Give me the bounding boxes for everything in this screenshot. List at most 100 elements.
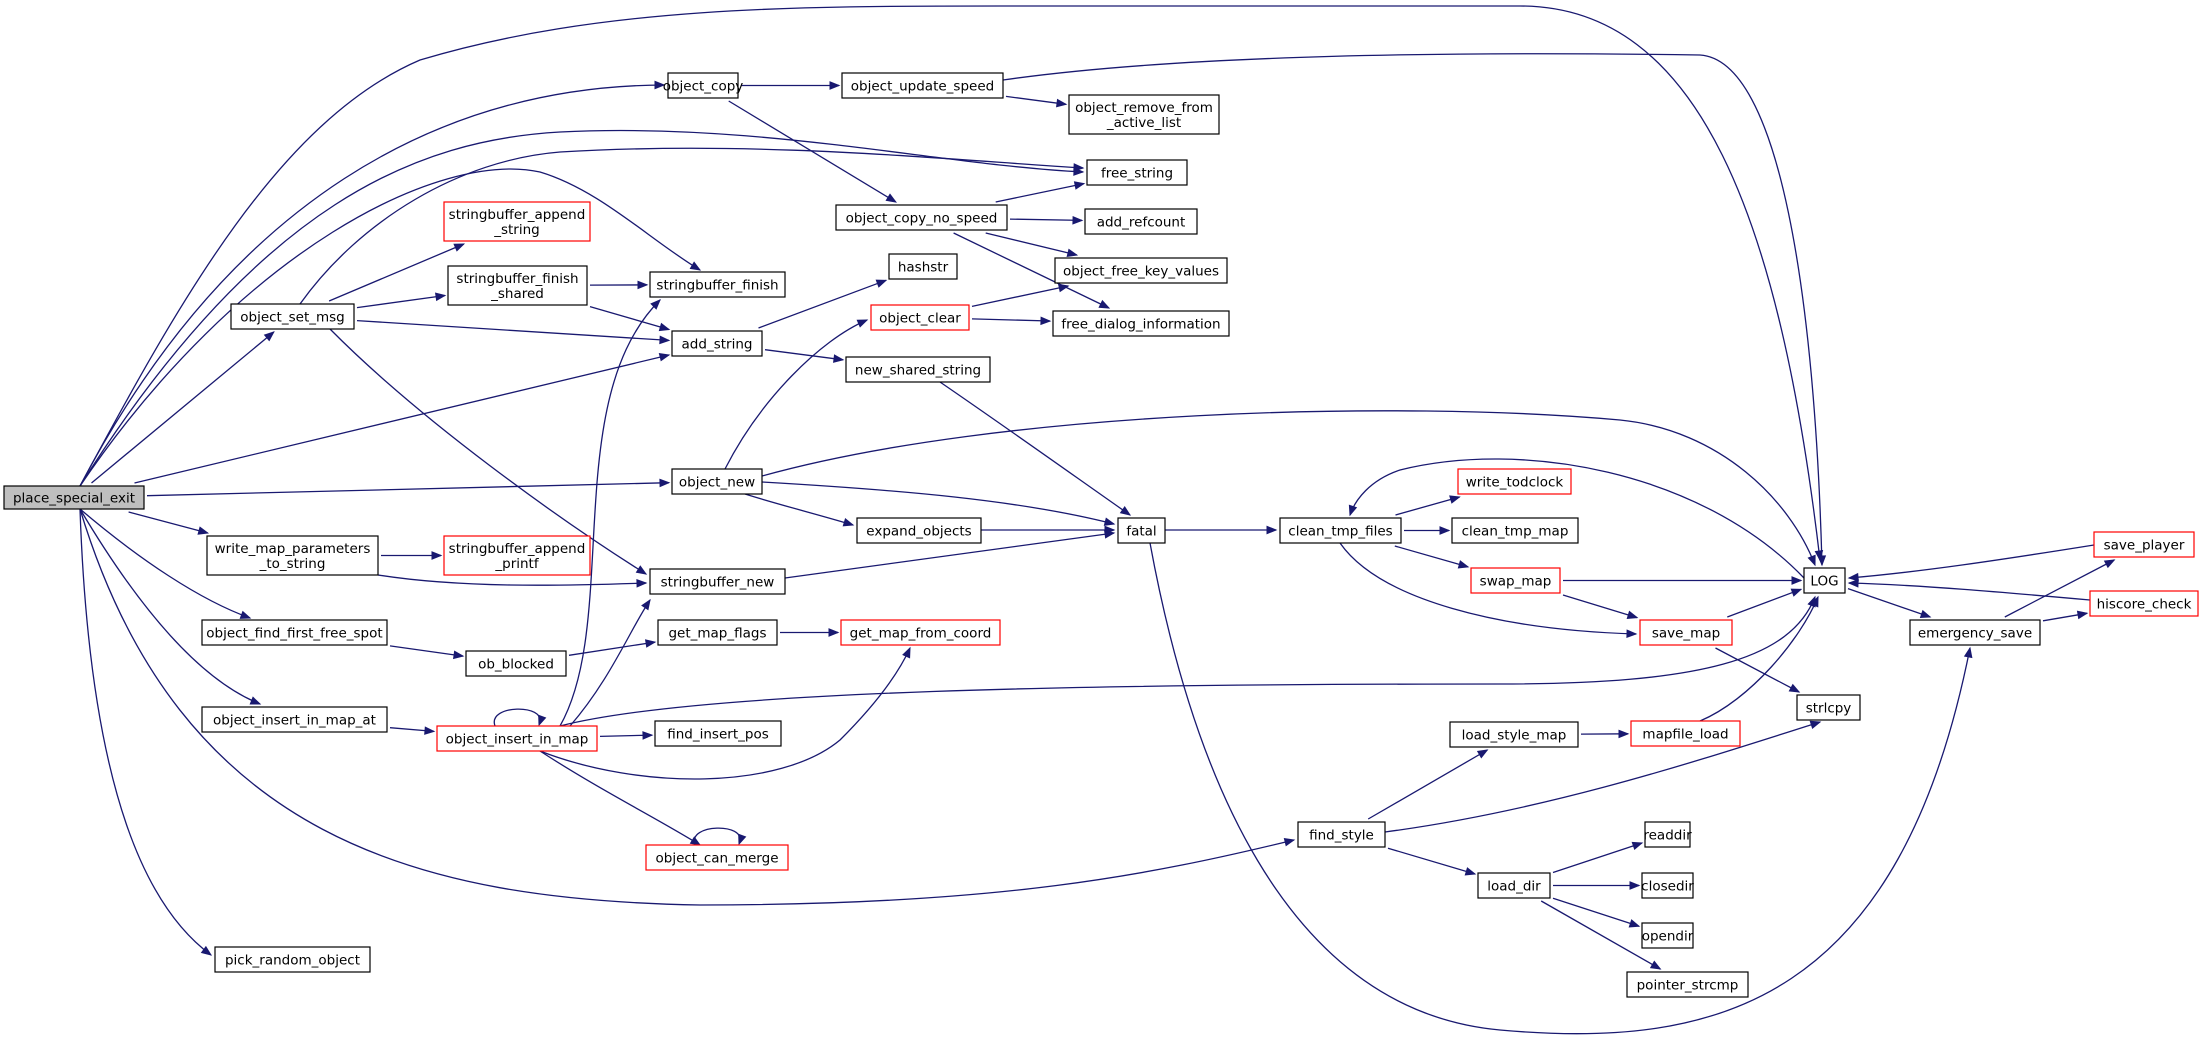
node-box	[447, 265, 588, 306]
node-free-dialog-information[interactable]: free_dialog_information	[1052, 310, 1230, 337]
node-box	[1052, 310, 1230, 337]
node-label: swap_map	[1480, 574, 1552, 590]
node-load-dir[interactable]: load_dir	[1477, 872, 1551, 899]
node-box	[1084, 208, 1198, 235]
edge-find_style-to-load_style_map	[1367, 749, 1489, 820]
edge-arrowhead	[1626, 610, 1639, 619]
node-box	[1068, 94, 1220, 135]
node-ob-blocked[interactable]: ob_blocked	[465, 650, 567, 677]
node-box	[1630, 720, 1741, 747]
node-readdir[interactable]: readdir	[1643, 821, 1692, 848]
edge-object_clear-to-free_dialog_information	[971, 316, 1052, 326]
node-save-player[interactable]: save_player	[2093, 531, 2195, 558]
node-box	[201, 706, 388, 733]
node-object-copy-no-speed[interactable]: object_copy_no_speed	[835, 204, 1008, 231]
node-LOG[interactable]: LOG	[1803, 567, 1846, 594]
edge-object_copy_no_speed-to-object_free_key_values	[985, 232, 1079, 258]
edge-line	[1367, 749, 1488, 820]
node-box	[1641, 922, 1694, 949]
node-object-remove-from-active-list[interactable]: object_remove_from_active_list	[1068, 94, 1220, 135]
node-label: load_dir	[1487, 879, 1541, 895]
node-load-style-map[interactable]: load_style_map	[1449, 721, 1579, 748]
node-object-clear[interactable]: object_clear	[870, 304, 970, 331]
node-save-map[interactable]: save_map	[1639, 619, 1733, 646]
node-add-string[interactable]: add_string	[671, 330, 763, 357]
edge-object_set_msg-to-stringbuffer_append_string	[328, 243, 466, 302]
edge-load_style_map-to-mapfile_load	[1580, 729, 1630, 739]
node-stringbuffer-finish[interactable]: stringbuffer_finish	[649, 271, 786, 298]
node-box	[201, 619, 388, 646]
node-find-insert-pos[interactable]: find_insert_pos	[654, 720, 782, 747]
node-fatal[interactable]: fatal	[1117, 517, 1166, 544]
node-hashstr[interactable]: hashstr	[888, 253, 958, 280]
node-box	[1451, 517, 1579, 544]
edge-object_insert_in_map-to-stringbuffer_finish	[559, 299, 661, 727]
edge-arrowhead	[902, 646, 911, 659]
edge-line	[1848, 582, 2091, 601]
edge-arrowhead	[1807, 554, 1816, 567]
node-label: get_map_from_coord	[850, 626, 992, 642]
node-box	[645, 844, 789, 871]
node-label: find_style	[1309, 828, 1374, 844]
node-get-map-from-coord[interactable]: get_map_from_coord	[840, 619, 1001, 646]
node-swap-map[interactable]: swap_map	[1470, 567, 1561, 594]
edge-arrowhead	[636, 578, 648, 588]
node-closedir[interactable]: closedir	[1641, 872, 1694, 899]
node-stringbuffer-new[interactable]: stringbuffer_new	[649, 568, 786, 595]
edge-mapfile_load-to-LOG	[1699, 595, 1819, 722]
edge-line	[1384, 721, 1821, 833]
node-opendir[interactable]: opendir	[1641, 922, 1694, 949]
edge-line	[1349, 458, 1805, 579]
edge-line	[559, 596, 1816, 727]
edge-arrowhead	[1457, 560, 1470, 569]
edge-clean_tmp_files-to-clean_tmp_map	[1404, 526, 1451, 535]
node-stringbuffer-append-string[interactable]: stringbuffer_append_string	[443, 201, 591, 242]
node-object-can-merge[interactable]: object_can_merge	[645, 844, 789, 871]
node-label: stringbuffer_finish	[656, 278, 778, 294]
edge-arrowhead	[828, 628, 840, 637]
edge-line	[79, 508, 251, 619]
node-object-free-key-values[interactable]: object_free_key_values	[1054, 257, 1228, 284]
node-hiscore-check[interactable]: hiscore_check	[2089, 590, 2199, 617]
node-new-shared-string[interactable]: new_shared_string	[845, 356, 991, 383]
edge-line	[761, 410, 1816, 566]
node-object-insert-in-map[interactable]: object_insert_in_map	[436, 725, 598, 752]
node-emergency-save[interactable]: emergency_save	[1909, 619, 2041, 646]
node-stringbuffer-append-printf[interactable]: stringbuffer_append_printf	[443, 535, 591, 576]
edge-line	[328, 243, 465, 302]
edge-line	[79, 508, 261, 705]
node-pointer-strcmp[interactable]: pointer_strcmp	[1626, 971, 1749, 998]
node-object-update-speed[interactable]: object_update_speed	[841, 72, 1004, 99]
edge-object_update_speed-to-LOG	[1002, 53, 1827, 567]
edge-place_special_exit-to-stringbuffer_finish	[79, 168, 702, 487]
node-write-map-parameters-to-string[interactable]: write_map_parameters_to_string	[206, 535, 379, 576]
node-label: object_set_msg	[240, 310, 345, 326]
node-free-string[interactable]: free_string	[1086, 159, 1188, 186]
edge-line	[764, 349, 844, 361]
edge-find_style-to-strlcpy	[1384, 720, 1822, 833]
node-clean-tmp-files[interactable]: clean_tmp_files	[1279, 517, 1402, 544]
node-box	[1796, 694, 1861, 721]
edge-line	[971, 318, 1051, 322]
node-clean-tmp-map[interactable]: clean_tmp_map	[1451, 517, 1579, 544]
node-stringbuffer-finish-shared[interactable]: stringbuffer_finish_shared	[447, 265, 588, 306]
edge-arrowhead	[658, 352, 671, 362]
node-object-insert-in-map-at[interactable]: object_insert_in_map_at	[201, 706, 388, 733]
node-write-todclock[interactable]: write_todclock	[1457, 468, 1572, 495]
edge-arrowhead	[435, 292, 447, 302]
node-get-map-flags[interactable]: get_map_flags	[657, 619, 778, 646]
node-object-copy[interactable]: object_copy	[663, 72, 744, 99]
node-mapfile-load[interactable]: mapfile_load	[1630, 720, 1741, 747]
node-object-find-first-free-spot[interactable]: object_find_first_free_spot	[201, 619, 388, 646]
node-expand-objects[interactable]: expand_objects	[856, 517, 982, 544]
edge-line	[1540, 900, 1661, 970]
node-add-refcount[interactable]: add_refcount	[1084, 208, 1198, 235]
node-strlcpy[interactable]: strlcpy	[1796, 694, 1861, 721]
node-find-style[interactable]: find_style	[1297, 821, 1386, 848]
node-box	[845, 356, 991, 383]
node-object-new[interactable]: object_new	[671, 468, 763, 495]
node-pick-random-object[interactable]: pick_random_object	[214, 946, 371, 973]
node-place-special-exit[interactable]: place_special_exit	[3, 485, 145, 510]
node-label: object_copy	[663, 79, 744, 95]
node-object-set-msg[interactable]: object_set_msg	[230, 303, 355, 330]
